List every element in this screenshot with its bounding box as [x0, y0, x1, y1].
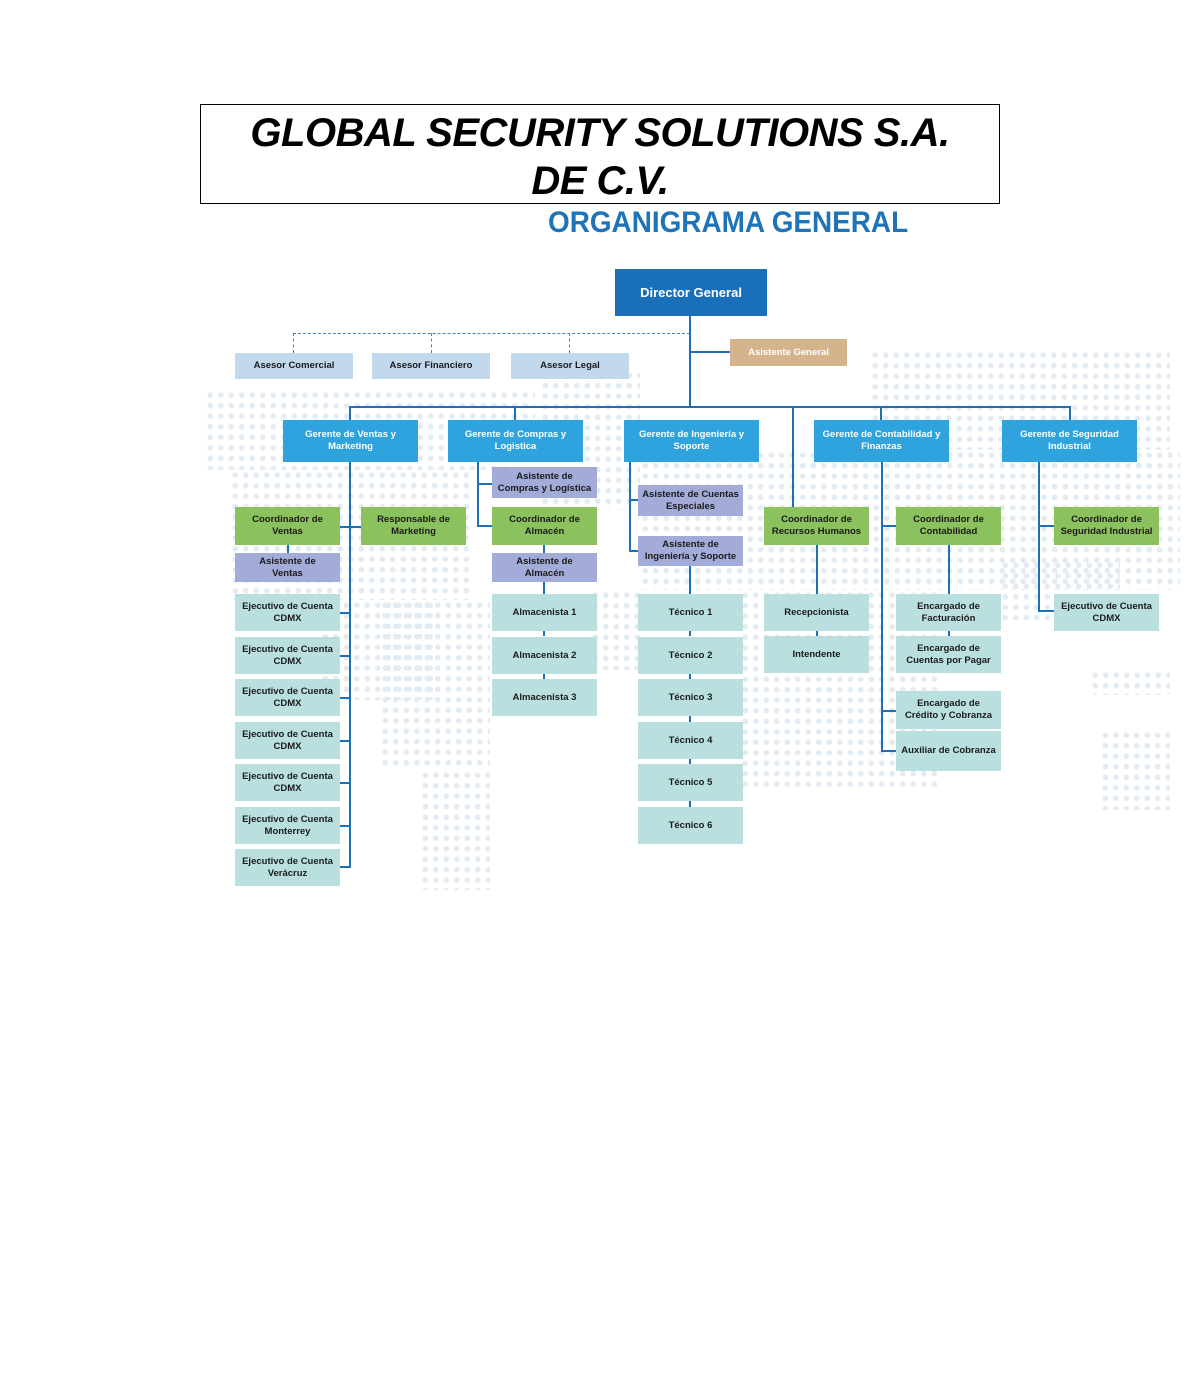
coordinator-sales-box: Coordinador de Ventas — [235, 507, 340, 545]
technician-box: Técnico 5 — [638, 764, 743, 801]
coordinator-hr-box: Coordinador de Recursos Humanos — [764, 507, 869, 545]
technician-box: Técnico 4 — [638, 722, 743, 759]
technician-box: Técnico 6 — [638, 807, 743, 844]
warehouse-staff-box: Almacenista 3 — [492, 679, 597, 716]
director-general-box: Director General — [615, 269, 767, 316]
manager-purchasing-box: Gerente de Compras y Logistica — [448, 420, 583, 462]
assistant-engineering-box: Asistente de Ingeniería y Soporte — [638, 536, 743, 566]
technician-box: Técnico 3 — [638, 679, 743, 716]
credit-staff-box: Encargado de Crédito y Cobranza — [896, 691, 1001, 729]
manager-accounting-box: Gerente de Contabilidad y Finanzas — [814, 420, 949, 462]
credit-staff-box: Auxiliar de Cobranza — [896, 731, 1001, 771]
assistant-sales-box: Asistente de Ventas — [235, 553, 340, 582]
company-title-box: GLOBAL SECURITY SOLUTIONS S.A. DE C.V. — [200, 104, 1000, 204]
coordinator-accounting-box: Coordinador de Contabilidad — [896, 507, 1001, 545]
sales-executive-box: Ejecutivo de Cuenta Monterrey — [235, 807, 340, 844]
company-name-line2: DE C.V. — [531, 159, 669, 203]
sales-executive-box: Ejecutivo de Cuenta CDMX — [235, 594, 340, 631]
marketing-lead-box: Responsable de Marketing — [361, 507, 466, 545]
coordinator-warehouse-box: Coordinador de Almacén — [492, 507, 597, 545]
sales-executive-box: Ejecutivo de Cuenta CDMX — [235, 679, 340, 716]
manager-engineering-box: Gerente de Ingeniería y Soporte — [624, 420, 759, 462]
chart-title: ORGANIGRAMA GENERAL — [548, 206, 909, 239]
hr-staff-box: Intendente — [764, 636, 869, 673]
sales-executive-box: Ejecutivo de Cuenta Verácruz — [235, 849, 340, 886]
advisor-financial-box: Asesor Financiero — [372, 353, 490, 379]
assistant-special-accounts-box: Asistente de Cuentas Especiales — [638, 485, 743, 516]
accounting-staff-box: Encargado de Cuentas por Pagar — [896, 636, 1001, 673]
manager-sales-box: Gerente de Ventas y Marketing — [283, 420, 418, 462]
warehouse-staff-box: Almacenista 1 — [492, 594, 597, 631]
accounting-staff-box: Encargado de Facturación — [896, 594, 1001, 631]
security-staff-box: Ejecutivo de Cuenta CDMX — [1054, 594, 1159, 631]
assistant-warehouse-box: Asistente de Almacén — [492, 553, 597, 582]
company-name-line1: GLOBAL SECURITY SOLUTIONS S.A. — [250, 111, 950, 155]
warehouse-staff-box: Almacenista 2 — [492, 637, 597, 674]
advisor-commercial-box: Asesor Comercial — [235, 353, 353, 379]
sales-executive-box: Ejecutivo de Cuenta CDMX — [235, 764, 340, 801]
assistant-purchasing-box: Asistente de Compras y Logística — [492, 467, 597, 498]
sales-executive-box: Ejecutivo de Cuenta CDMX — [235, 722, 340, 759]
general-assistant-box: Asistente General — [730, 339, 847, 366]
sales-executive-box: Ejecutivo de Cuenta CDMX — [235, 637, 340, 674]
coordinator-security-box: Coordinador de Seguridad Industrial — [1054, 507, 1159, 545]
advisor-legal-box: Asesor Legal — [511, 353, 629, 379]
hr-staff-box: Recepcionista — [764, 594, 869, 631]
manager-security-box: Gerente de Seguridad Industrial — [1002, 420, 1137, 462]
technician-box: Técnico 2 — [638, 637, 743, 674]
technician-box: Técnico 1 — [638, 594, 743, 631]
